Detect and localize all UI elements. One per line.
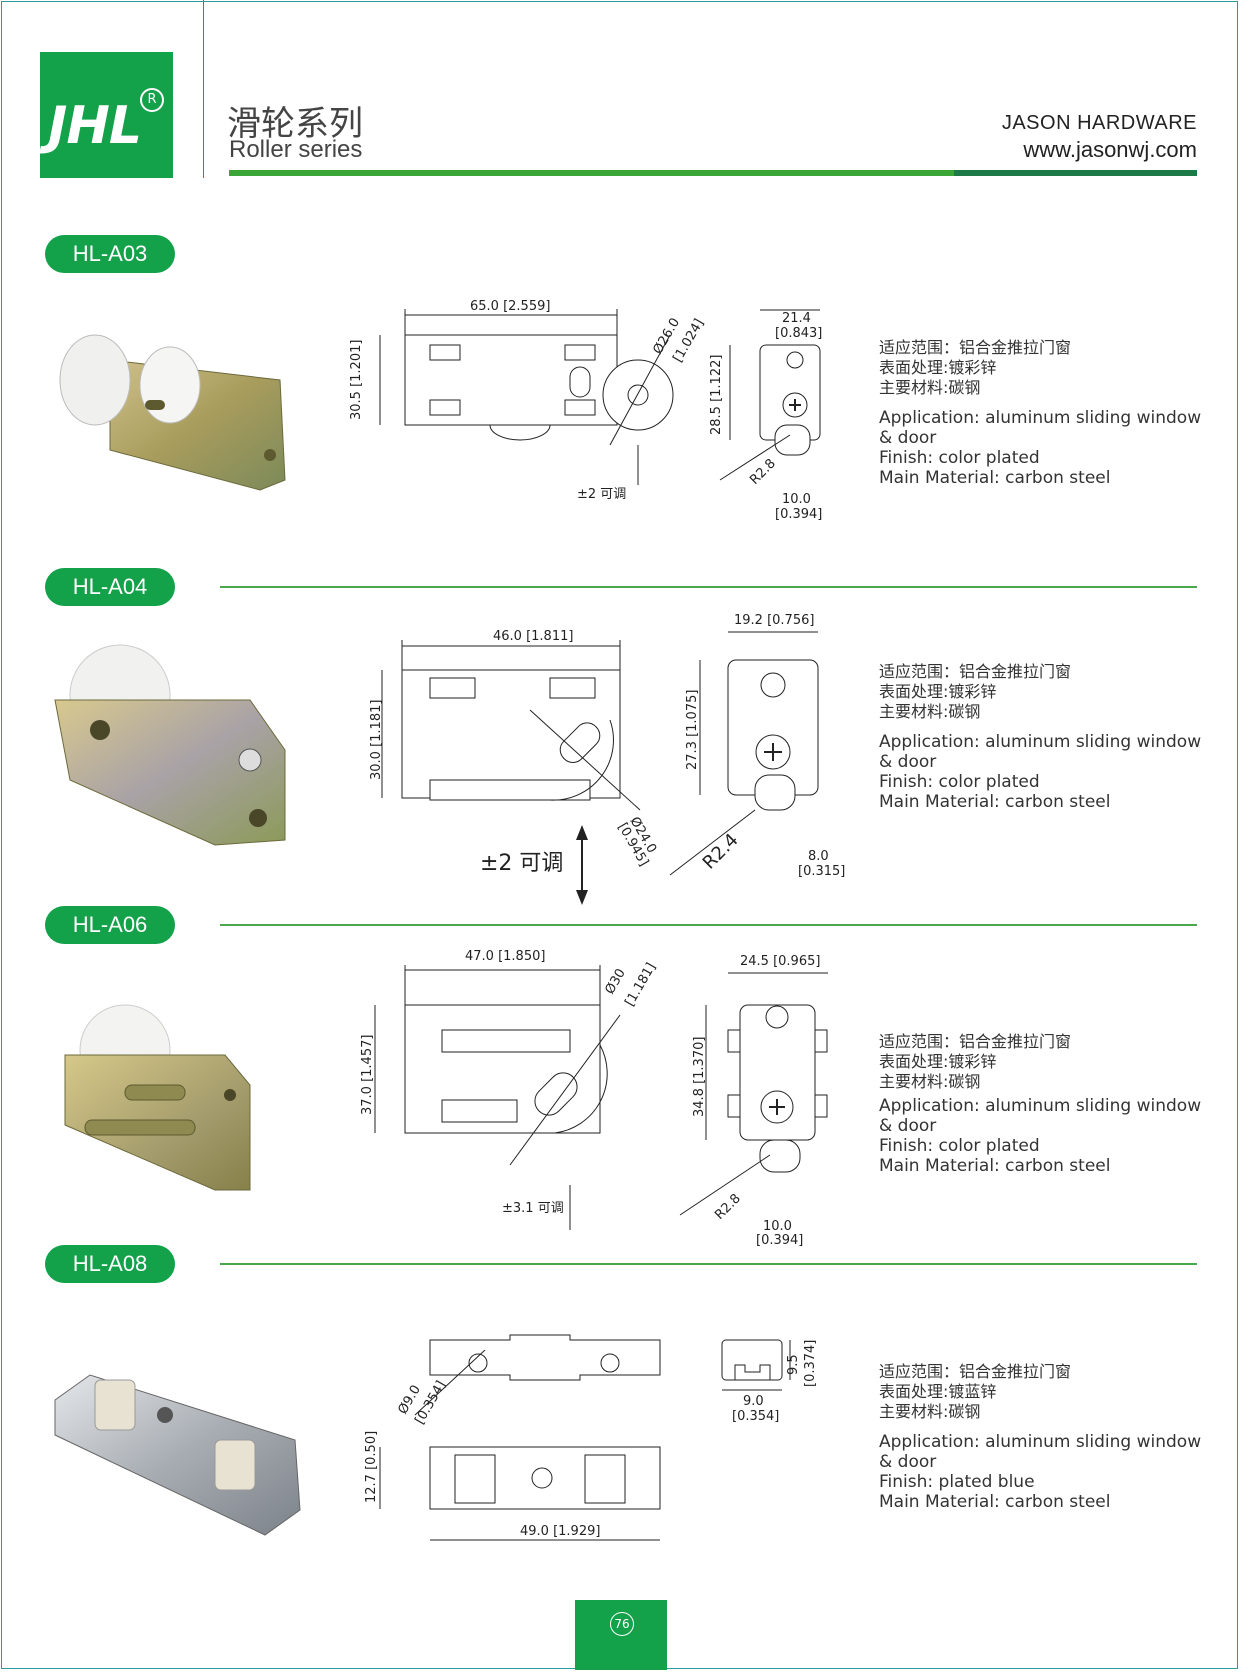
spec-cn-finish: 表面处理:镀蓝锌 bbox=[879, 1382, 997, 1401]
spec-cn-application: 适应范围：铝合金推拉门窗 bbox=[879, 662, 1072, 681]
spec-cn-finish: 表面处理:镀彩锌 bbox=[879, 682, 997, 701]
dim-height: 37.0 [1.457] bbox=[360, 1035, 375, 1115]
spec-en-application-cont: & door bbox=[879, 1116, 937, 1136]
dim-wheel-in: [0.354] bbox=[412, 1378, 449, 1427]
dim-wheel: Ø30 bbox=[602, 966, 628, 997]
dim-side-height-in: [0.374] bbox=[803, 1340, 818, 1387]
spec-en-application-cont: & door bbox=[879, 428, 937, 448]
dim-slot: 10.0 bbox=[782, 492, 811, 507]
dim-side-height: 34.8 [1.370] bbox=[692, 1037, 707, 1117]
spec-cn-material: 主要材料:碳钢 bbox=[879, 702, 981, 721]
spec-en-application-cont: & door bbox=[879, 1452, 937, 1472]
dim-radius: R2.8 bbox=[712, 1191, 744, 1223]
section-divider bbox=[220, 586, 1197, 588]
dim-length: 46.0 [1.811] bbox=[493, 629, 573, 644]
dim-width-top: 24.5 [0.965] bbox=[740, 954, 820, 969]
dim-height: 12.7 [0.50] bbox=[364, 1431, 379, 1503]
dim-side-height: 9.5 bbox=[786, 1354, 801, 1375]
spec-cn-material: 主要材料:碳钢 bbox=[879, 1402, 981, 1421]
spec-cn-finish: 表面处理:镀彩锌 bbox=[879, 1052, 997, 1071]
dim-side-height: 28.5 [1.122] bbox=[709, 355, 724, 435]
header-bar bbox=[229, 170, 1197, 176]
spec-en-application: Application: aluminum sliding window bbox=[879, 732, 1202, 752]
brand-name: JASON HARDWARE bbox=[1001, 112, 1197, 134]
dim-wheel-in: [1.181] bbox=[622, 960, 659, 1009]
dim-length: 49.0 [1.929] bbox=[520, 1524, 600, 1539]
jhl-logo: JHL R bbox=[40, 52, 173, 178]
spec-en-finish: Finish: color plated bbox=[879, 448, 1040, 468]
product-code-badge: HL-A08 bbox=[45, 1245, 175, 1283]
dim-radius: R2.4 bbox=[699, 830, 743, 874]
spec-block-hl-a08: 适应范围：铝合金推拉门窗 表面处理:镀蓝锌 主要材料:碳钢 Applicatio… bbox=[879, 1362, 1209, 1512]
drawing-front-hl-a06: 47.0 [1.850] Ø30 [1.181] 37.0 [1.457] ±3… bbox=[360, 949, 659, 1230]
spec-en-finish: Finish: color plated bbox=[879, 772, 1040, 792]
spec-cn-finish: 表面处理:镀彩锌 bbox=[879, 358, 997, 377]
adjust-note: ±2 可调 bbox=[480, 851, 563, 876]
drawing-top-hl-a08: Ø9.0 [0.354] 12.7 [0.50] 49.0 [1.929] bbox=[364, 1334, 661, 1541]
spec-en-application: Application: aluminum sliding window bbox=[879, 1432, 1202, 1452]
dim-width-top-in: [0.843] bbox=[775, 326, 822, 341]
dim-width-top: 21.4 bbox=[782, 311, 811, 326]
product-photo-hl-a06 bbox=[64, 1004, 251, 1191]
spec-en-finish: Finish: color plated bbox=[879, 1136, 1040, 1156]
brand-url: www.jasonwj.com bbox=[1023, 137, 1197, 162]
dim-side-height: 27.3 [1.075] bbox=[685, 690, 700, 770]
dim-slot-in: [0.315] bbox=[798, 864, 845, 879]
dim-height: 30.5 [1.201] bbox=[349, 340, 364, 420]
series-title-en: Roller series bbox=[229, 136, 363, 163]
dim-side-width: 9.0 bbox=[743, 1394, 764, 1409]
logo-text: JHL bbox=[48, 96, 142, 156]
dim-height: 30.0 [1.181] bbox=[369, 700, 384, 780]
brand-block: JASON HARDWARE www.jasonwj.com bbox=[1002, 112, 1197, 163]
drawing-side-hl-a03: 21.4 [0.843] 28.5 [1.122] R2.8 10.0 [0.3… bbox=[709, 309, 822, 522]
dim-slot: 8.0 bbox=[808, 849, 829, 864]
spec-en-application: Application: aluminum sliding window bbox=[879, 408, 1202, 428]
dim-length: 65.0 [2.559] bbox=[470, 299, 550, 314]
spec-en-material: Main Material: carbon steel bbox=[879, 468, 1111, 488]
product-code-badge: HL-A06 bbox=[45, 906, 175, 944]
spec-cn-application: 适应范围：铝合金推拉门窗 bbox=[879, 1032, 1072, 1051]
dim-length: 47.0 [1.850] bbox=[465, 949, 545, 964]
spec-cn-material: 主要材料:碳钢 bbox=[879, 378, 981, 397]
dim-slot-in: [0.394] bbox=[775, 507, 822, 522]
drawing-side-hl-a08: 9.0 [0.354] 9.5 [0.374] bbox=[721, 1339, 818, 1424]
drawing-front-hl-a04: 46.0 [1.811] Ø24.0 [0.945] 30.0 [1.181] … bbox=[369, 629, 659, 905]
product-code-badge: HL-A04 bbox=[45, 568, 175, 606]
section-divider bbox=[220, 1263, 1197, 1265]
spec-en-material: Main Material: carbon steel bbox=[879, 792, 1111, 812]
adjust-note: ±3.1 可调 bbox=[502, 1201, 564, 1216]
drawing-side-hl-a04: 19.2 [0.756] 27.3 [1.075] R2.4 8.0 [0.31… bbox=[669, 613, 845, 879]
product-code-badge: HL-A03 bbox=[45, 235, 175, 273]
spec-block-hl-a03: 适应范围：铝合金推拉门窗 表面处理:镀彩锌 主要材料:碳钢 Applicatio… bbox=[879, 338, 1209, 488]
spec-en-application-cont: & door bbox=[879, 752, 937, 772]
spec-block-hl-a06: 适应范围：铝合金推拉门窗 表面处理:镀彩锌 主要材料:碳钢 Applicatio… bbox=[879, 1032, 1209, 1176]
registered-mark: R bbox=[140, 88, 164, 112]
header-divider bbox=[203, 0, 204, 178]
dim-side-width-in: [0.354] bbox=[732, 1409, 779, 1424]
product-photo-hl-a04 bbox=[54, 644, 286, 846]
dim-width-top: 19.2 [0.756] bbox=[734, 613, 814, 628]
section-divider bbox=[220, 924, 1197, 926]
series-title-cn: 滑轮系列 bbox=[227, 104, 363, 144]
dim-radius: R2.8 bbox=[747, 456, 779, 488]
product-photo-hl-a03 bbox=[59, 334, 286, 491]
product-photo-hl-a08 bbox=[54, 1374, 301, 1536]
spec-en-material: Main Material: carbon steel bbox=[879, 1156, 1111, 1176]
spec-cn-application: 适应范围：铝合金推拉门窗 bbox=[879, 1362, 1072, 1381]
drawing-front-hl-a03: 65.0 [2.559] 30.5 [1.201] Ø26.0 [1.024] … bbox=[349, 299, 707, 502]
dim-slot: 10.0 bbox=[763, 1219, 792, 1234]
header-bar-accent bbox=[954, 170, 1197, 176]
spec-en-finish: Finish: plated blue bbox=[879, 1472, 1035, 1492]
spec-cn-material: 主要材料:碳钢 bbox=[879, 1072, 981, 1091]
spec-en-material: Main Material: carbon steel bbox=[879, 1492, 1111, 1512]
dim-slot-in: [0.394] bbox=[756, 1233, 803, 1248]
spec-en-application: Application: aluminum sliding window bbox=[879, 1096, 1202, 1116]
drawing-side-hl-a06: 24.5 [0.965] 34.8 [1.370] R2.8 10.0 [0.3… bbox=[679, 954, 828, 1248]
page-number: 76 bbox=[610, 1612, 634, 1636]
spec-block-hl-a04: 适应范围：铝合金推拉门窗 表面处理:镀彩锌 主要材料:碳钢 Applicatio… bbox=[879, 662, 1209, 812]
adjust-note: ±2 可调 bbox=[577, 487, 626, 502]
spec-cn-application: 适应范围：铝合金推拉门窗 bbox=[879, 338, 1072, 357]
